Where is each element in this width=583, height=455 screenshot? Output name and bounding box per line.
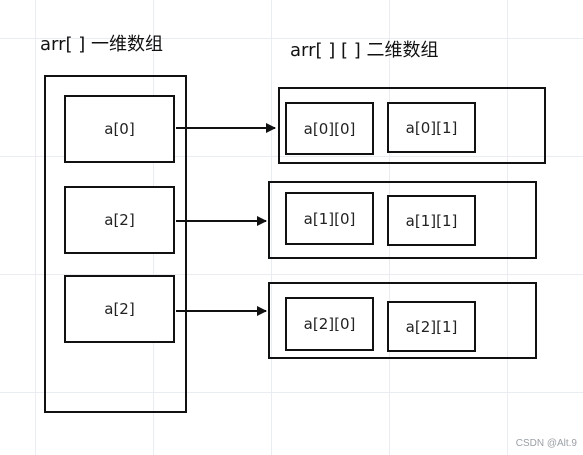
watermark: CSDN @Alt.9 — [515, 438, 577, 449]
outer-cell-2: a[2] — [64, 275, 175, 343]
row-1-cell-0: a[1][0] — [285, 192, 374, 245]
row-0-cell-0: a[0][0] — [285, 102, 374, 155]
row-box-2 — [268, 282, 537, 359]
outer-cell-0: a[0] — [64, 95, 175, 163]
one-dim-title: arr[ ] 一维数组 — [40, 34, 164, 55]
row-2-cell-0: a[2][0] — [285, 297, 374, 351]
two-dim-title: arr[ ] [ ] 二维数组 — [290, 40, 439, 61]
outer-cell-1: a[2] — [64, 186, 175, 254]
one-dim-array-box — [44, 75, 187, 413]
row-box-1 — [268, 181, 537, 259]
row-1-cell-1: a[1][1] — [387, 195, 476, 246]
row-0-cell-1: a[0][1] — [387, 102, 476, 153]
row-2-cell-1: a[2][1] — [387, 301, 476, 352]
row-box-0 — [278, 87, 546, 164]
